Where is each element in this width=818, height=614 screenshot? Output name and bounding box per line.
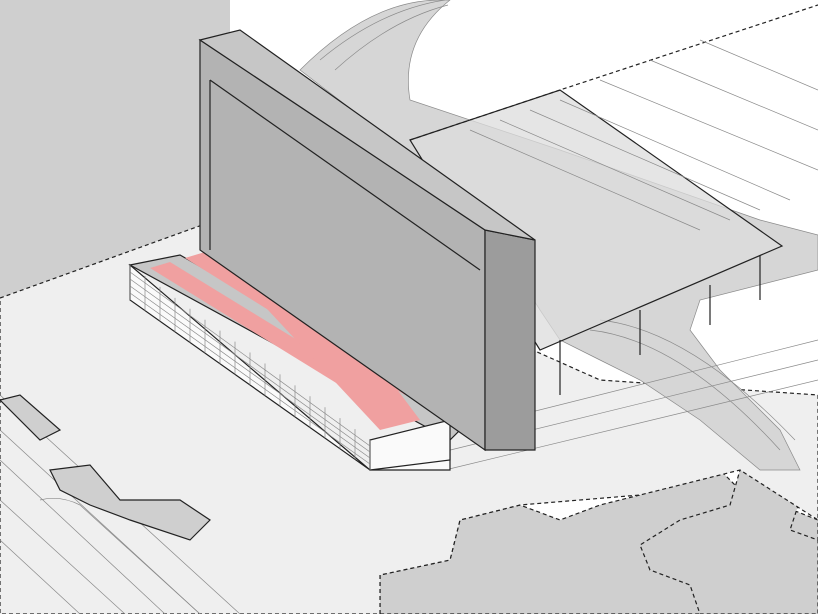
canopy-columns [559, 255, 761, 395]
left-dark-block [0, 0, 230, 298]
slab-inset-line [209, 79, 481, 271]
podium-grid [129, 265, 371, 470]
slab-top-face [198, 29, 536, 241]
canopy-edge-dashed [409, 4, 818, 141]
road-median [0, 394, 211, 541]
slab-side-face [484, 229, 536, 451]
facade-transom [129, 292, 371, 465]
slab-building [198, 29, 536, 452]
facade-transom [129, 271, 371, 447]
facade-transom [129, 285, 371, 459]
canopy-roof-lines [469, 39, 818, 231]
facade-transom [129, 278, 371, 453]
